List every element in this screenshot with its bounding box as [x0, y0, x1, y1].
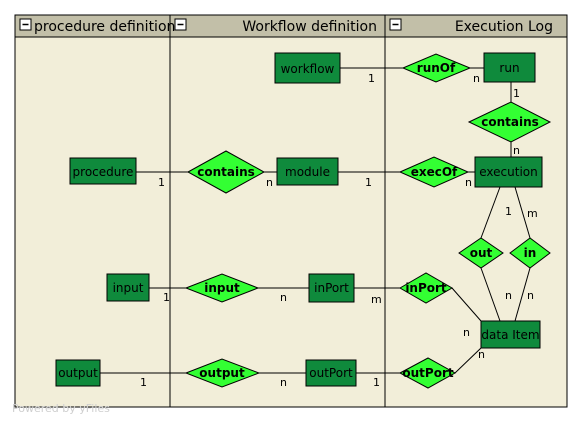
- entity-run[interactable]: run: [483, 52, 536, 83]
- relationship-inPort[interactable]: inPort: [398, 272, 454, 304]
- relationship-label: inPort: [405, 281, 447, 295]
- lane-title: procedure definition: [34, 19, 175, 35]
- edge-outportrel-dataitem: [454, 347, 482, 374]
- collapse-icon[interactable]: [19, 18, 32, 31]
- entity-label: outPort: [309, 366, 353, 380]
- relationship-contains-run[interactable]: contains: [467, 101, 552, 143]
- edge-out-dataitem: [480, 267, 501, 322]
- relationship-label: out: [470, 246, 493, 260]
- relationship-runOf[interactable]: runOf: [401, 53, 472, 83]
- entity-procedure[interactable]: procedure: [69, 157, 137, 185]
- lanes-header: [14, 14, 568, 38]
- cardinality-label: 1: [163, 291, 170, 304]
- cardinality-label: 1: [368, 72, 375, 85]
- cardinality-label: n: [513, 144, 520, 157]
- cardinality-label: 1: [505, 205, 512, 218]
- relationship-label: output: [199, 366, 245, 380]
- watermark-text: Powered by yFiles: [12, 402, 110, 415]
- cardinality-label: 1: [513, 87, 520, 100]
- lane-header-execution-log[interactable]: Execution Log: [389, 18, 553, 35]
- edge-in-dataitem: [514, 267, 531, 322]
- cardinality-label: n: [465, 176, 472, 189]
- cardinality-label: n: [266, 176, 273, 189]
- cardinality-label: n: [527, 289, 534, 302]
- entity-inport[interactable]: inPort: [308, 273, 355, 303]
- edges: [100, 67, 531, 374]
- relationship-output[interactable]: output: [184, 358, 261, 388]
- relationship-in[interactable]: in: [509, 237, 551, 269]
- relationship-label: outPort: [402, 366, 453, 380]
- cardinality-label: 1: [140, 376, 147, 389]
- entity-label: execution: [479, 165, 537, 179]
- lane-title: Execution Log: [455, 19, 553, 35]
- relationship-label: input: [204, 281, 240, 295]
- entity-label: workflow: [281, 62, 335, 76]
- relationship-label: in: [524, 246, 537, 260]
- entity-label: inPort: [314, 281, 349, 295]
- edge-inportrel-dataitem: [451, 287, 482, 322]
- entity-label: run: [499, 61, 519, 75]
- entity-label: data Item: [481, 328, 539, 342]
- relationship-execOf[interactable]: execOf: [398, 156, 470, 188]
- entity-outport[interactable]: outPort: [305, 359, 357, 387]
- entity-output[interactable]: output: [55, 359, 101, 387]
- collapse-icon[interactable]: [389, 18, 402, 31]
- cardinality-labels: 1 n 1 n 1 n 1 n 1 m n n 1 n m n 1 n 1 n: [140, 72, 538, 389]
- entity-label: input: [113, 281, 144, 295]
- cardinality-label: n: [280, 291, 287, 304]
- entity-data-item[interactable]: data Item: [480, 320, 541, 349]
- lane-header-workflow-definition[interactable]: Workflow definition: [174, 18, 377, 35]
- relationship-outPort[interactable]: outPort: [398, 357, 457, 389]
- entity-module[interactable]: module: [276, 157, 339, 186]
- cardinality-label: 1: [158, 176, 165, 189]
- entity-label: output: [58, 366, 98, 380]
- cardinality-label: n: [473, 72, 480, 85]
- entity-workflow[interactable]: workflow: [274, 52, 341, 84]
- relationship-input[interactable]: input: [184, 273, 260, 303]
- cardinality-label: 1: [365, 176, 372, 189]
- edge-execution-in: [514, 186, 531, 239]
- lane-header-procedure-definition[interactable]: procedure definition: [19, 18, 175, 35]
- relationship-out[interactable]: out: [458, 237, 504, 269]
- entity-label: module: [285, 165, 330, 179]
- entity-execution[interactable]: execution: [474, 156, 543, 188]
- relationship-label: contains: [197, 165, 255, 179]
- cardinality-label: n: [463, 326, 470, 339]
- cardinality-label: 1: [373, 376, 380, 389]
- cardinality-label: m: [371, 293, 382, 306]
- cardinality-label: n: [505, 289, 512, 302]
- lane-title: Workflow definition: [242, 19, 377, 35]
- entity-label: procedure: [73, 165, 134, 179]
- cardinality-label: n: [280, 376, 287, 389]
- relationship-label: runOf: [417, 61, 456, 75]
- edge-execution-out: [480, 186, 501, 239]
- relationship-label: execOf: [411, 165, 458, 179]
- collapse-icon[interactable]: [174, 18, 187, 31]
- cardinality-label: n: [478, 348, 485, 361]
- entity-input[interactable]: input: [106, 273, 150, 302]
- relationship-label: contains: [481, 115, 539, 129]
- relationship-contains-procedure[interactable]: contains: [186, 150, 266, 194]
- cardinality-label: m: [527, 207, 538, 220]
